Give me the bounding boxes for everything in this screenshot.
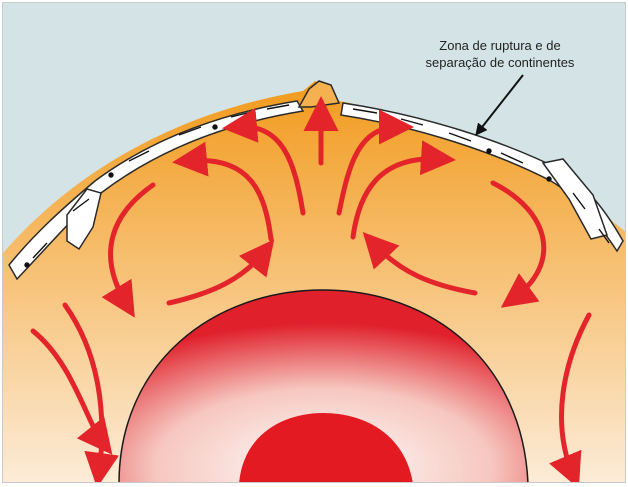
rupture-zone-label-line-1: Zona de ruptura e de (387, 37, 613, 54)
rupture-zone-label-line-2: separação de continentes (387, 54, 613, 71)
rupture-zone-label: Zona de ruptura e de separação de contin… (387, 37, 613, 71)
mantle-convection-diagram (3, 3, 626, 483)
